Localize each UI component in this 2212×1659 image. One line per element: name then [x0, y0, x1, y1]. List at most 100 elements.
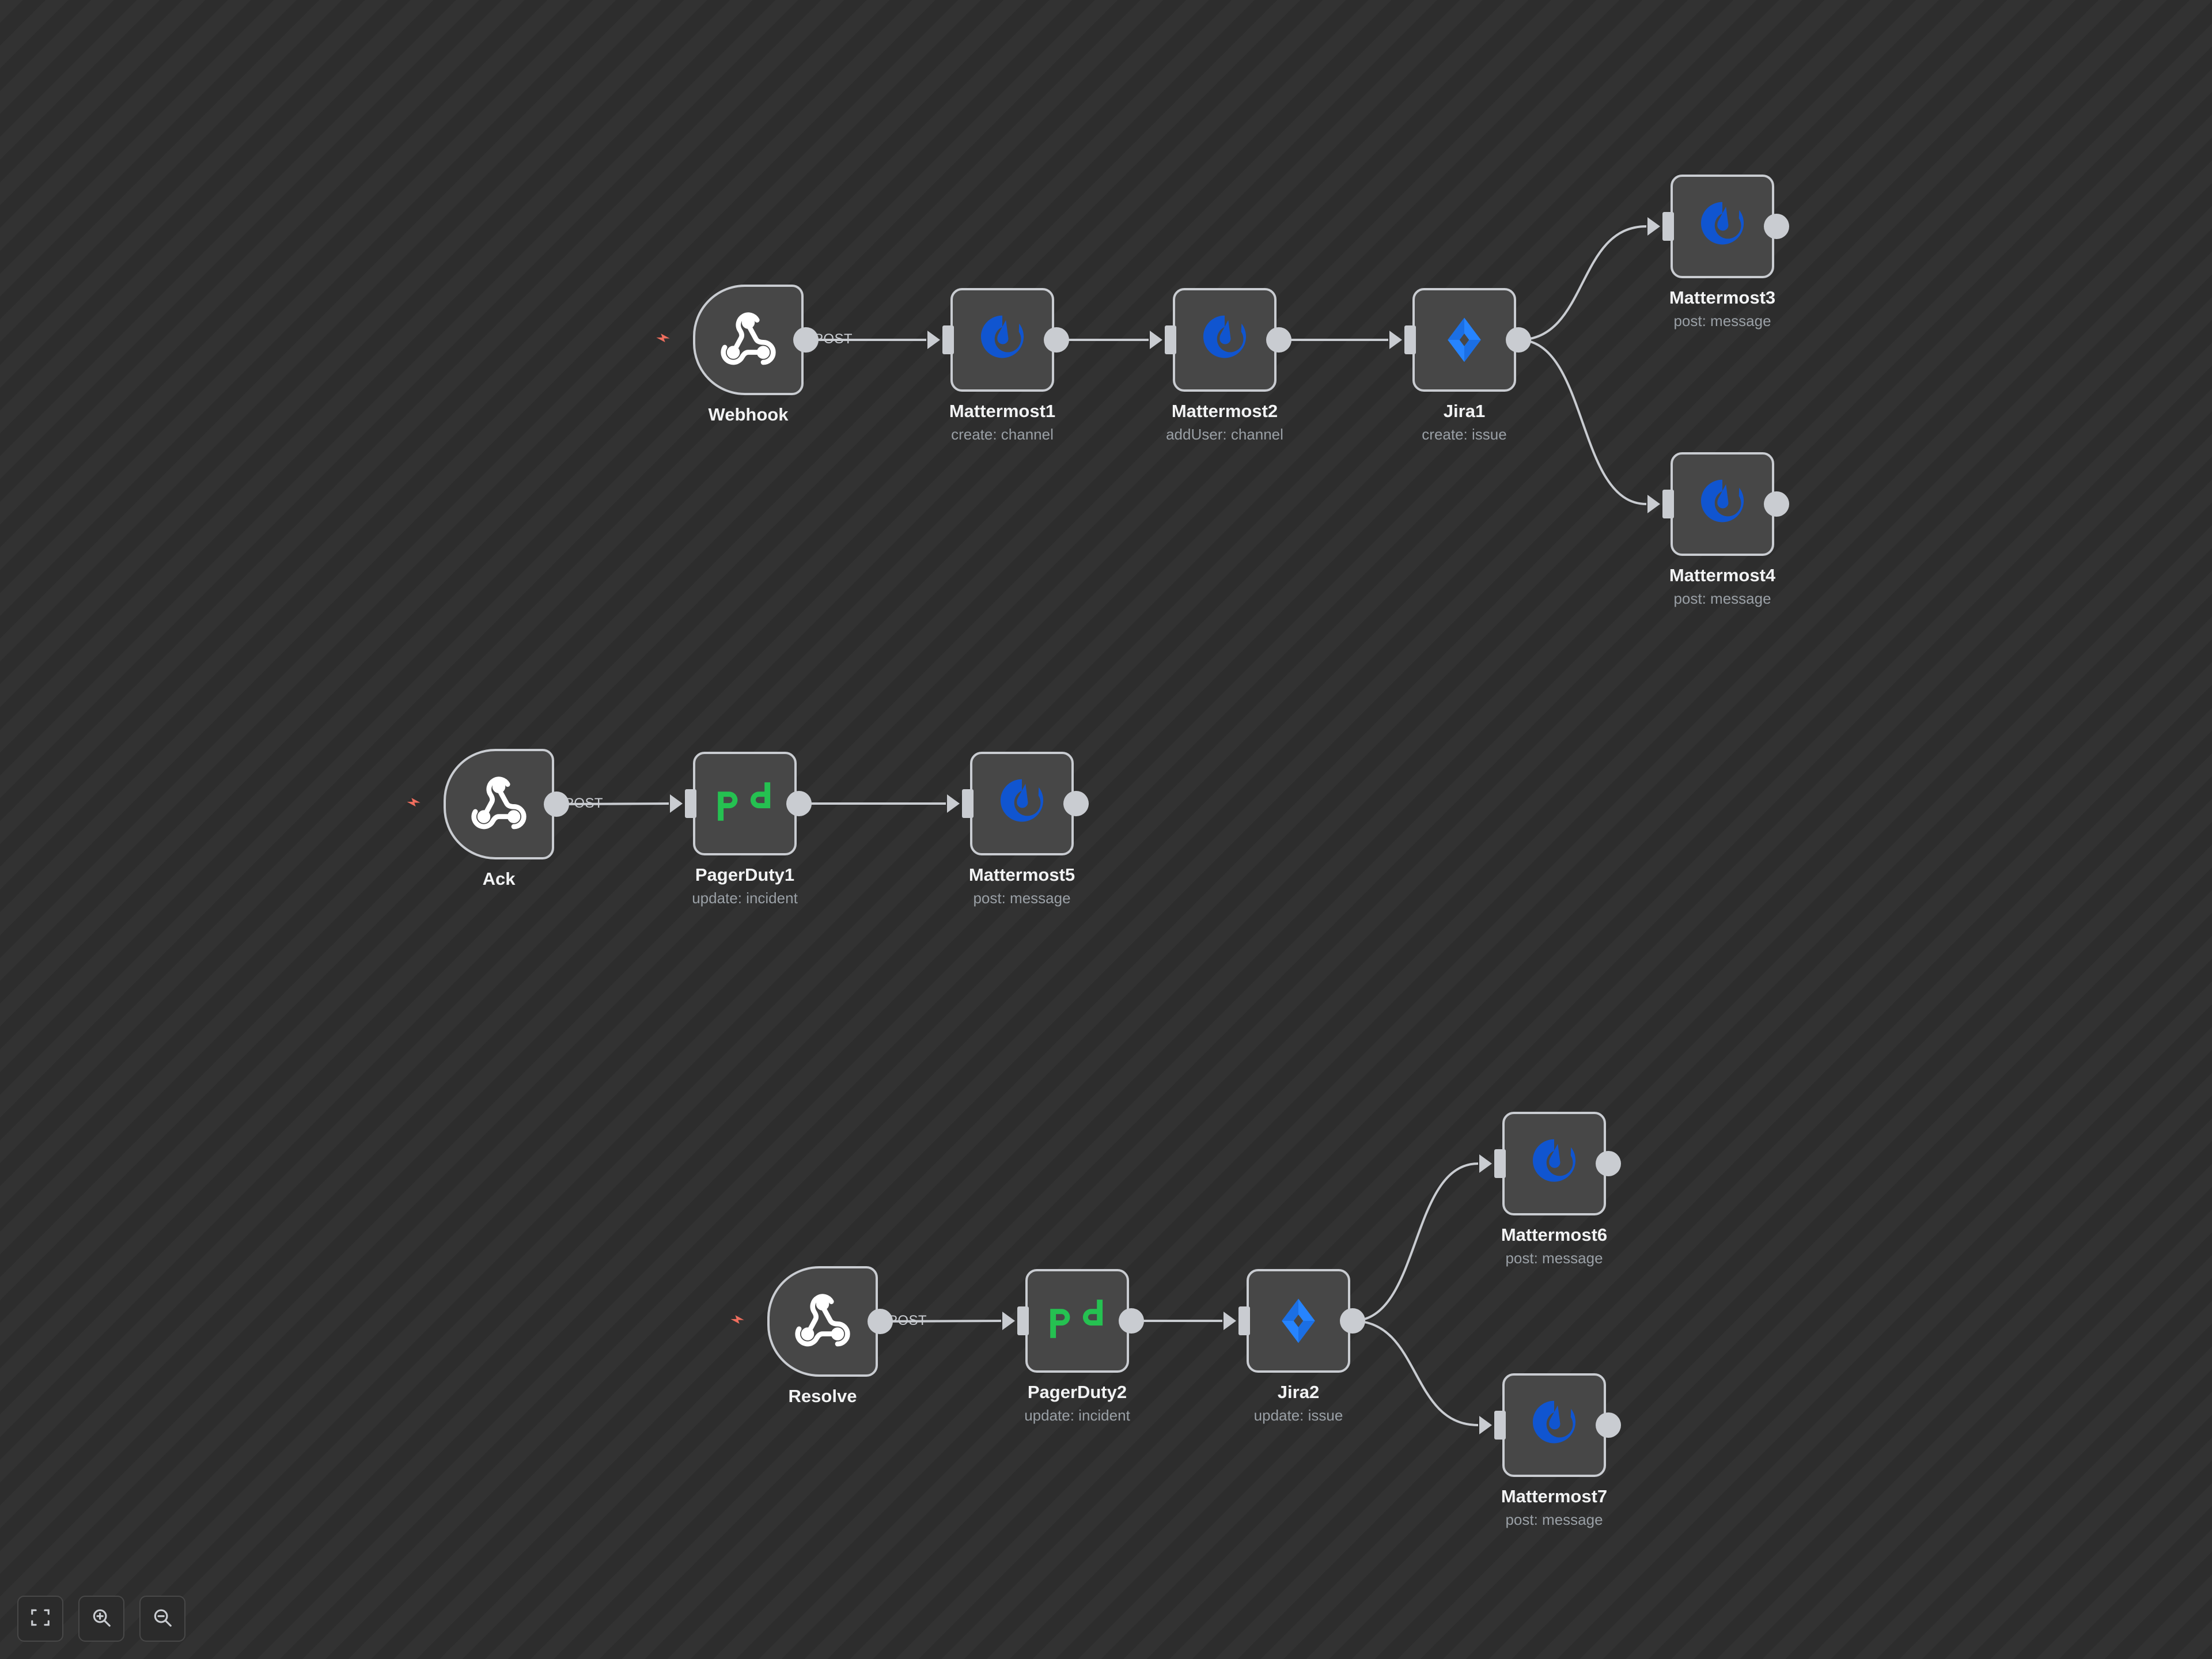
mattermost-icon — [1527, 1397, 1582, 1453]
output-port-pagerduty1[interactable] — [786, 791, 812, 816]
workflow-node-webhook[interactable] — [693, 285, 804, 395]
output-port-mattermost6[interactable] — [1596, 1151, 1621, 1176]
workflow-node-mattermost3[interactable] — [1671, 175, 1774, 278]
input-arrow-jira2 — [1224, 1312, 1236, 1330]
output-port-pagerduty2[interactable] — [1119, 1308, 1144, 1334]
output-port-webhook[interactable] — [793, 327, 819, 353]
input-arrow-mattermost3 — [1647, 217, 1660, 236]
pagerduty-icon — [714, 772, 776, 835]
workflow-node-mattermost2[interactable] — [1173, 288, 1277, 392]
edge-jira1-to-mattermost4[interactable] — [1518, 339, 1647, 505]
node-subtitle-mattermost5: post: message — [973, 889, 1071, 907]
input-port-pagerduty1[interactable] — [685, 789, 696, 818]
input-arrow-mattermost5 — [947, 794, 960, 813]
webhook-icon — [793, 1291, 853, 1351]
mattermost-icon — [975, 312, 1030, 368]
zoom-in-button[interactable] — [78, 1596, 124, 1642]
input-port-pagerduty2[interactable] — [1017, 1306, 1029, 1335]
trigger-bolt-icon-ack — [402, 793, 425, 819]
workflow-node-mattermost1[interactable] — [950, 288, 1054, 392]
node-title-pagerduty1: PagerDuty1 — [695, 865, 795, 885]
node-caption-webhook: Webhook — [547, 404, 950, 425]
node-title-ack: Ack — [482, 869, 516, 889]
canvas-zoom-toolbar — [17, 1596, 185, 1642]
input-port-mattermost5[interactable] — [962, 789, 974, 818]
node-caption-pagerduty1: PagerDuty1 update: incident — [543, 865, 946, 908]
node-title-mattermost5: Mattermost5 — [968, 865, 1075, 885]
node-subtitle-pagerduty1: update: incident — [692, 889, 798, 907]
node-caption-mattermost1: Mattermost1 create: channel — [801, 401, 1204, 445]
edge-jira1-to-mattermost3[interactable] — [1518, 225, 1647, 341]
node-subtitle-pagerduty2: update: incident — [1024, 1406, 1130, 1424]
input-arrow-mattermost2 — [1150, 331, 1162, 349]
workflow-node-mattermost6[interactable] — [1502, 1112, 1606, 1215]
workflow-node-mattermost7[interactable] — [1502, 1373, 1606, 1477]
output-port-mattermost2[interactable] — [1266, 327, 1291, 353]
webhook-icon — [469, 774, 529, 834]
node-title-mattermost2: Mattermost2 — [1171, 401, 1278, 421]
edge-jira2-to-mattermost6[interactable] — [1352, 1162, 1479, 1322]
workflow-node-jira2[interactable] — [1247, 1269, 1350, 1373]
mattermost-icon — [1197, 312, 1252, 368]
node-caption-mattermost2: Mattermost2 addUser: channel — [1023, 401, 1426, 445]
node-subtitle-mattermost4: post: message — [1673, 589, 1771, 607]
output-port-mattermost4[interactable] — [1764, 491, 1789, 517]
input-port-mattermost2[interactable] — [1165, 325, 1176, 354]
jira-icon — [1271, 1293, 1326, 1349]
output-port-jira1[interactable] — [1506, 327, 1531, 353]
node-title-mattermost6: Mattermost6 — [1501, 1225, 1608, 1245]
workflow-node-pagerduty2[interactable] — [1025, 1269, 1129, 1373]
output-port-resolve[interactable] — [868, 1309, 893, 1334]
zoom-out-button[interactable] — [139, 1596, 185, 1642]
webhook-icon — [718, 310, 778, 370]
workflow-node-ack[interactable] — [444, 749, 554, 859]
node-title-jira1: Jira1 — [1443, 401, 1486, 421]
node-title-mattermost4: Mattermost4 — [1669, 565, 1776, 585]
node-caption-mattermost5: Mattermost5 post: message — [820, 865, 1224, 908]
input-port-mattermost1[interactable] — [942, 325, 954, 354]
input-port-mattermost6[interactable] — [1494, 1149, 1506, 1178]
input-port-mattermost4[interactable] — [1662, 490, 1674, 518]
zoom-to-fit-button[interactable] — [17, 1596, 63, 1642]
input-arrow-pagerduty1 — [670, 794, 683, 813]
edge-label-webhook: POST — [814, 331, 853, 347]
node-subtitle-mattermost1: create: channel — [951, 425, 1054, 443]
trigger-bolt-icon-webhook — [652, 328, 675, 354]
output-port-ack[interactable] — [544, 791, 569, 817]
input-port-mattermost7[interactable] — [1494, 1411, 1506, 1440]
input-arrow-mattermost4 — [1647, 495, 1660, 513]
node-caption-ack: Ack — [297, 869, 700, 889]
output-port-mattermost1[interactable] — [1044, 327, 1069, 353]
node-title-mattermost1: Mattermost1 — [949, 401, 1056, 421]
output-port-mattermost5[interactable] — [1063, 791, 1089, 816]
edge-label-ack: POST — [565, 796, 603, 811]
workflow-node-mattermost5[interactable] — [970, 752, 1074, 855]
output-port-mattermost3[interactable] — [1764, 214, 1789, 239]
workflow-node-pagerduty1[interactable] — [693, 752, 797, 855]
mattermost-icon — [1695, 199, 1750, 254]
output-port-mattermost7[interactable] — [1596, 1412, 1621, 1438]
workflow-node-jira1[interactable] — [1412, 288, 1516, 392]
edge-jira2-to-mattermost7[interactable] — [1352, 1320, 1479, 1426]
node-title-mattermost3: Mattermost3 — [1669, 287, 1776, 308]
output-port-jira2[interactable] — [1340, 1308, 1365, 1334]
node-caption-mattermost4: Mattermost4 post: message — [1521, 565, 1924, 609]
input-port-mattermost3[interactable] — [1662, 212, 1674, 241]
mattermost-icon — [1527, 1136, 1582, 1191]
workflow-node-mattermost4[interactable] — [1671, 452, 1774, 556]
zoom-to-fit-icon — [29, 1607, 51, 1631]
input-port-jira1[interactable] — [1404, 325, 1416, 354]
workflow-node-resolve[interactable] — [767, 1266, 878, 1377]
node-subtitle-mattermost2: addUser: channel — [1166, 425, 1283, 443]
input-port-jira2[interactable] — [1238, 1306, 1250, 1335]
zoom-in-icon — [90, 1607, 112, 1631]
node-title-webhook: Webhook — [708, 404, 789, 425]
node-title-jira2: Jira2 — [1277, 1382, 1320, 1402]
